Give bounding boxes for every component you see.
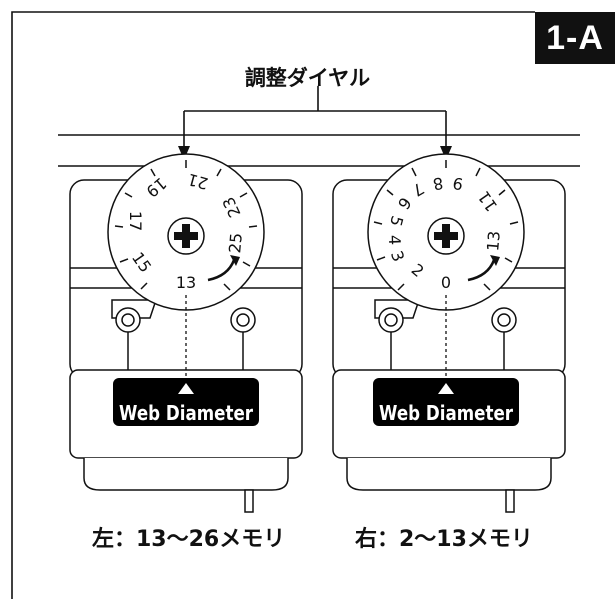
left-dial-number: 13: [176, 273, 196, 292]
left-caption: 左：13〜26メモリ: [92, 527, 286, 552]
left-dial-number: 17: [126, 211, 145, 231]
callout-arrow-right: [440, 146, 452, 160]
right-screw-1-inner: [384, 313, 398, 327]
left-pin: [244, 489, 254, 513]
right-plate-label: Web Diameter: [379, 401, 513, 425]
right-dial-arrowhead-icon: [490, 255, 500, 266]
left-dial-number: 25: [225, 232, 246, 254]
right-dial-number: 4: [385, 235, 404, 246]
right-dial-number: 9: [451, 173, 464, 193]
left-base: [83, 458, 289, 491]
left-dial-arrowhead-icon: [230, 255, 240, 266]
right-dial-number: 5: [386, 214, 407, 229]
left-dial-screw-icon: [174, 224, 198, 248]
left-plate-arrow-icon: [178, 383, 194, 394]
right-dial-ticks: [373, 160, 519, 291]
left-dial-arrow-icon: [207, 259, 236, 282]
outer-frame: [11, 11, 535, 599]
left-plate-label: Web Diameter: [119, 401, 253, 425]
left-screw-1-inner: [121, 313, 135, 327]
right-dial-screw-icon: [434, 224, 458, 248]
left-dial-number: 21: [186, 170, 211, 194]
left-plate: [113, 378, 259, 426]
figure-badge: 1-A: [535, 12, 615, 64]
right-unit: [332, 153, 566, 513]
left-screw-2-inner: [236, 313, 250, 327]
left-dial-ticks: [114, 160, 258, 291]
right-dial-number: 0: [441, 273, 451, 292]
right-plate: [373, 378, 519, 426]
callout-bracket: [183, 86, 447, 150]
right-screw-2-inner: [497, 313, 511, 327]
right-dial-arrow-icon: [467, 259, 496, 282]
right-dial-number: 8: [431, 173, 444, 193]
right-plate-arrow-icon: [438, 383, 454, 394]
right-base: [346, 458, 552, 491]
right-caption: 右：2〜13メモリ: [355, 527, 533, 552]
right-pin: [505, 489, 515, 513]
right-dial-number: 13: [483, 230, 504, 252]
callout-arrow-left: [178, 146, 190, 160]
callout-label: 調整ダイヤル: [244, 66, 371, 90]
